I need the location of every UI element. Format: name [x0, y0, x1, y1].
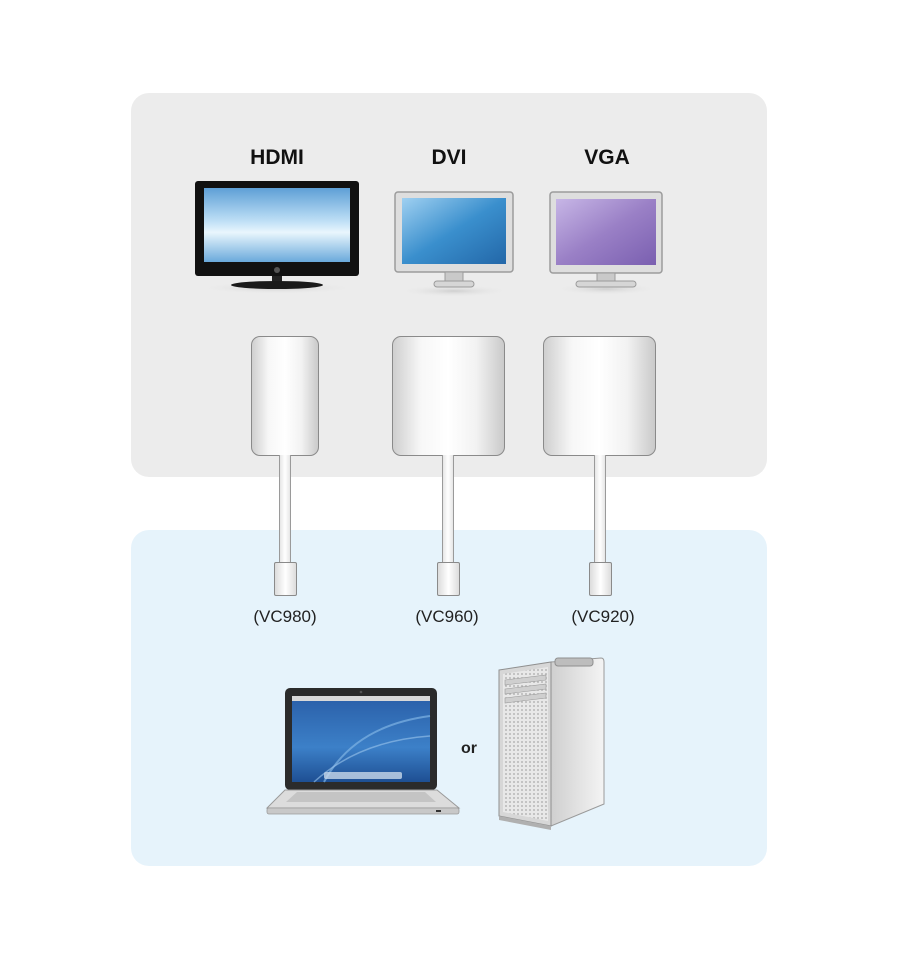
hdmi-adapter: [251, 336, 319, 456]
laptop-icon: [265, 688, 461, 815]
dvi-mini-displayport-plug: [437, 562, 460, 596]
flat-tv-icon: [195, 181, 359, 294]
lcd-monitor-icon: [394, 191, 514, 297]
or-label: or: [461, 740, 477, 757]
display-label-vga: VGA: [584, 146, 630, 169]
display-label-hdmi: HDMI: [250, 146, 304, 169]
tower-computer-icon: [498, 657, 605, 830]
model-label-vc920: (VC920): [571, 607, 635, 626]
display-label-dvi: DVI: [431, 146, 467, 169]
vga-adapter: [543, 336, 656, 456]
model-label-vc960: (VC960): [415, 607, 479, 626]
dvi-cable: [442, 455, 454, 562]
vga-mini-displayport-plug: [589, 562, 612, 596]
model-label-vc980: (VC980): [253, 607, 317, 626]
hdmi-mini-displayport-plug: [274, 562, 297, 596]
lcd-monitor-icon: [549, 191, 663, 295]
vga-cable: [594, 455, 606, 562]
dvi-adapter: [392, 336, 505, 456]
hdmi-cable: [279, 455, 291, 562]
